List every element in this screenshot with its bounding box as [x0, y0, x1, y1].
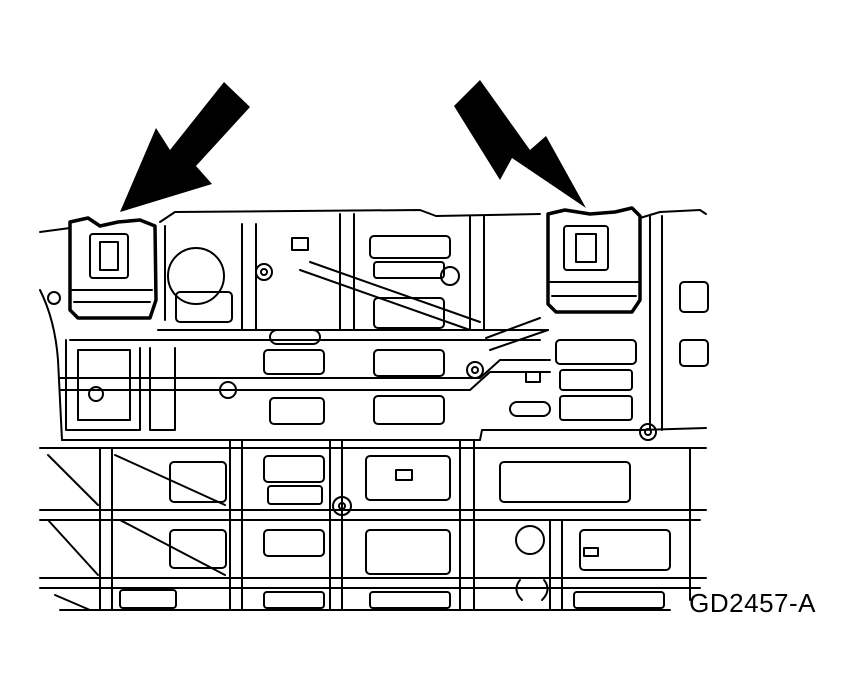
right-arrow-icon — [454, 80, 586, 208]
spool-valves — [119, 235, 709, 609]
left-end-block — [68, 216, 158, 320]
valve-body-casting — [39, 209, 709, 611]
right-end-block — [546, 206, 642, 314]
figure-reference-code: GD2457-A — [689, 588, 816, 618]
left-arrow-icon — [120, 82, 250, 212]
